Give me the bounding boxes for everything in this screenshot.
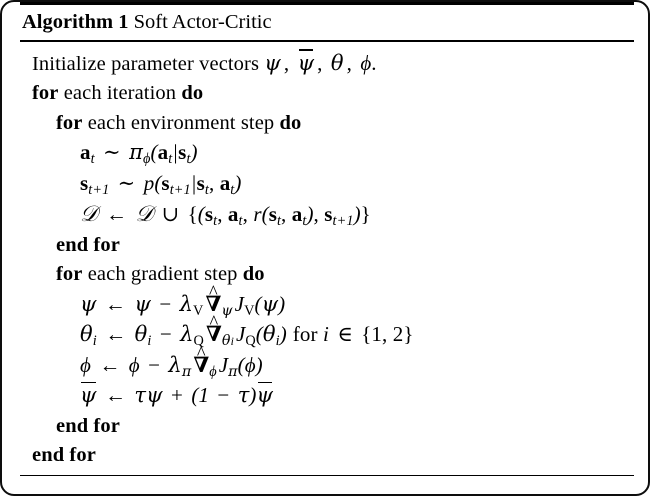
formula-buffer-update: 𝒟 ← 𝒟 ∪ {(st, at, r(st, at), st+1)} [80, 201, 371, 230]
keyword-do: do [279, 111, 302, 134]
keyword-end-for: end for [56, 233, 120, 256]
line-buffer-update: 𝒟 ← 𝒟 ∪ {(st, at, r(st, at), st+1)} [20, 199, 634, 231]
line-update-psi: 𝜓 ← 𝜓 − 𝜆V∇𝜓JV(𝜓) [20, 290, 634, 321]
line-sample-action: at ∼ 𝜋ϕ(at|st) [20, 138, 634, 169]
keyword-for: for [32, 82, 59, 105]
line-update-theta: 𝜃i ← 𝜃i − 𝜆Q∇𝜃iJQ(𝜃i)for i ∈ {1, 2} [20, 320, 634, 351]
line-for-iteration: for each iteration do [20, 79, 634, 109]
formula-sample-action: at ∼ 𝜋ϕ(at|st) [80, 140, 198, 168]
text-each-environment-step: each environment step [87, 111, 275, 134]
line-initialize-text: Initialize parameter vectors [32, 52, 260, 75]
algorithm-body: Initialize parameter vectors 𝜓, 𝜓, 𝜃, ϕ.… [20, 42, 634, 471]
formula-sample-state: st+1 ∼ p(st+1|st, at) [80, 170, 242, 198]
algorithm-block: Algorithm 1 Soft Actor-Critic Initialize… [20, 2, 634, 494]
algorithm-bottom-rule [20, 474, 634, 477]
line-update-target-psi: 𝜓 ← 𝜏𝜓 + (1 − 𝜏)𝜓 [20, 381, 634, 412]
formula-update-target-psi: 𝜓 ← 𝜏𝜓 + (1 − 𝜏)𝜓 [80, 381, 273, 407]
caption-title: Soft Actor-Critic [133, 11, 272, 33]
line-update-phi: ϕ ← ϕ − 𝜆𝜋∇ϕJ𝜋(ϕ) [20, 351, 634, 382]
algorithm-top-rule [20, 2, 634, 5]
algorithm-caption-rule [20, 40, 634, 42]
line-initialize: Initialize parameter vectors 𝜓, 𝜓, 𝜃, ϕ. [20, 49, 634, 80]
line-end-for-iteration: end for [20, 441, 634, 471]
text-each-iteration: each iteration [63, 82, 177, 105]
keyword-end-for: end for [32, 444, 96, 467]
caption-keyword: Algorithm [22, 11, 114, 33]
line-end-for-environment: end for [20, 231, 634, 261]
caption-number: 1 [118, 11, 129, 33]
line-for-environment-step: for each environment step do [20, 109, 634, 139]
formula-update-psi: 𝜓 ← 𝜓 − 𝜆V∇𝜓JV(𝜓) [80, 292, 285, 318]
text-each-gradient-step: each gradient step [87, 263, 238, 286]
formula-update-theta: 𝜃i ← 𝜃i − 𝜆Q∇𝜃iJQ(𝜃i)for i ∈ {1, 2} [80, 322, 414, 348]
line-sample-state: st+1 ∼ p(st+1|st, at) [20, 169, 634, 200]
keyword-end-for: end for [56, 414, 120, 437]
line-end-for-gradient: end for [20, 412, 634, 442]
line-initialize-symbols: 𝜓, 𝜓, 𝜃, ϕ. [264, 49, 377, 75]
algorithm-caption: Algorithm 1 Soft Actor-Critic [20, 5, 634, 40]
keyword-for: for [56, 111, 83, 134]
keyword-do: do [242, 263, 265, 286]
formula-update-phi: ϕ ← ϕ − 𝜆𝜋∇ϕJ𝜋(ϕ) [80, 353, 263, 379]
keyword-for: for [56, 263, 83, 286]
keyword-do: do [181, 82, 204, 105]
line-for-gradient-step: for each gradient step do [20, 260, 634, 290]
text-for-inline: for [292, 322, 318, 347]
